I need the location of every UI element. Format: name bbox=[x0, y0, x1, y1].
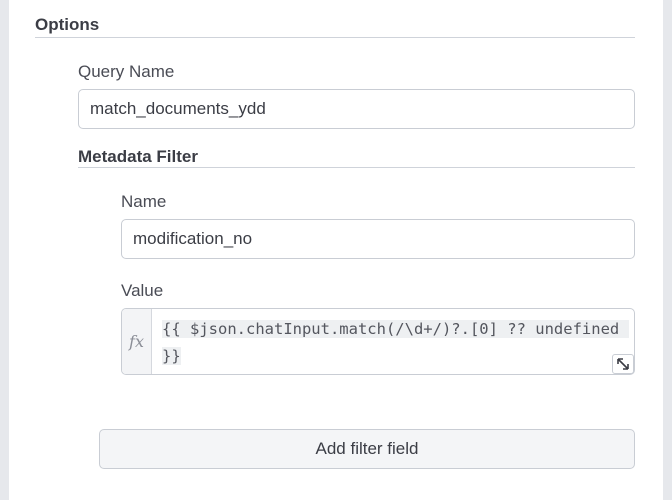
expand-editor-button[interactable] bbox=[612, 354, 634, 374]
filter-name-input[interactable]: modification_no bbox=[121, 219, 635, 259]
metadata-filter-divider bbox=[78, 167, 635, 168]
filter-value-expression-field[interactable]: fx {{ $json.chatInput.match(/\d+/)?.[0] … bbox=[121, 308, 635, 375]
filter-value-label: Value bbox=[121, 281, 164, 300]
expand-icon bbox=[617, 358, 629, 370]
query-name-input[interactable]: match_documents_ydd bbox=[78, 89, 635, 129]
options-panel: Options Query Name match_documents_ydd M… bbox=[9, 0, 663, 500]
metadata-filter-title: Metadata Filter bbox=[78, 147, 198, 166]
fx-icon: fx bbox=[122, 309, 152, 374]
filter-name-label: Name bbox=[121, 192, 167, 211]
options-section-title: Options bbox=[35, 15, 100, 34]
query-name-label: Query Name bbox=[78, 62, 175, 81]
options-divider bbox=[35, 37, 635, 38]
add-filter-field-button[interactable]: Add filter field bbox=[99, 429, 635, 469]
expression-editor[interactable]: {{ $json.chatInput.match(/\d+/)?.[0] ?? … bbox=[162, 316, 629, 370]
expression-text: {{ $json.chatInput.match(/\d+/)?.[0] ?? … bbox=[162, 320, 629, 365]
